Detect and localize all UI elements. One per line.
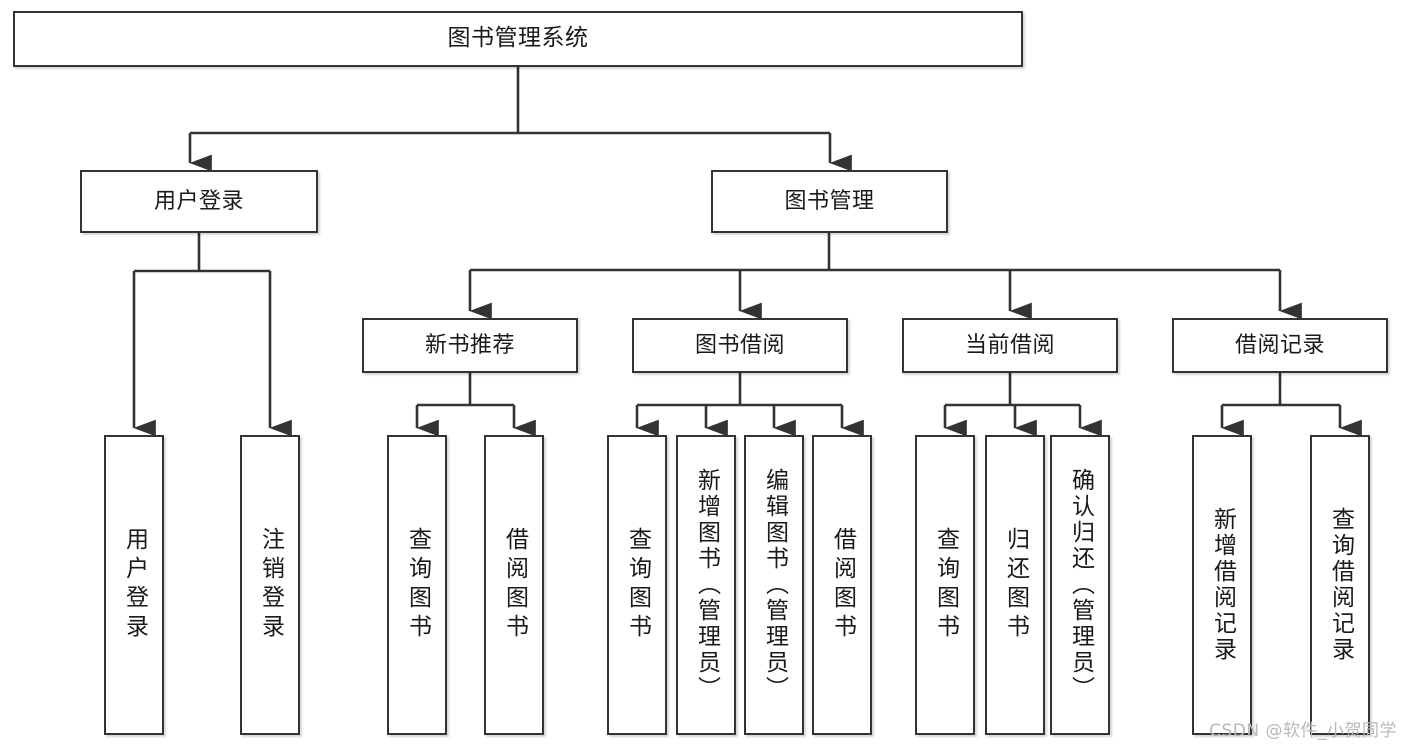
node-book-management[interactable]: 图书管理	[711, 170, 948, 233]
node-label: 确认归还（管理员）	[1067, 468, 1094, 702]
node-label: 用户登录	[121, 527, 148, 643]
node-label: 图书管理系统	[447, 25, 589, 52]
node-user-login[interactable]: 用户登录	[80, 170, 318, 233]
node-label: 借阅记录	[1234, 332, 1325, 358]
leaf-return-books[interactable]: 归还图书	[985, 435, 1045, 735]
leaf-edit-book-admin[interactable]: 编辑图书（管理员）	[744, 435, 804, 735]
node-label: 查询图书	[932, 527, 959, 643]
leaf-borrow-books-new-book[interactable]: 借阅图书	[484, 435, 544, 735]
node-label: 新增借阅记录	[1209, 507, 1236, 663]
csdn-watermark: CSDN @软件_小贺同学	[1209, 721, 1397, 741]
leaf-user-login[interactable]: 用户登录	[104, 435, 164, 735]
leaf-add-borrowing-record[interactable]: 新增借阅记录	[1192, 435, 1252, 735]
node-label: 查询图书	[404, 527, 431, 643]
leaf-borrow-books-borrowing[interactable]: 借阅图书	[812, 435, 872, 735]
node-borrowing-records[interactable]: 借阅记录	[1172, 318, 1388, 373]
node-book-borrowing[interactable]: 图书借阅	[632, 318, 848, 373]
node-label: 新增图书（管理员）	[693, 468, 720, 702]
node-label: 用户登录	[153, 188, 244, 214]
node-root-book-management-system[interactable]: 图书管理系统	[13, 11, 1023, 67]
node-label: 借阅图书	[501, 527, 528, 643]
node-label: 借阅图书	[829, 527, 856, 643]
node-label: 当前借阅	[964, 332, 1055, 358]
node-label: 归还图书	[1002, 527, 1029, 643]
node-label: 查询图书	[624, 527, 651, 643]
node-label: 编辑图书（管理员）	[761, 468, 788, 702]
node-label: 新书推荐	[424, 332, 515, 358]
leaf-logout[interactable]: 注销登录	[240, 435, 300, 735]
leaf-query-books-new-book[interactable]: 查询图书	[387, 435, 447, 735]
leaf-add-book-admin[interactable]: 新增图书（管理员）	[676, 435, 736, 735]
leaf-confirm-return-admin[interactable]: 确认归还（管理员）	[1050, 435, 1110, 735]
leaf-query-books-borrowing[interactable]: 查询图书	[607, 435, 667, 735]
leaf-query-borrowing-record[interactable]: 查询借阅记录	[1310, 435, 1370, 735]
node-label: 图书借阅	[694, 332, 785, 358]
node-label: 注销登录	[257, 527, 284, 643]
node-current-borrowing[interactable]: 当前借阅	[902, 318, 1118, 373]
node-label: 图书管理	[784, 188, 875, 214]
node-new-book-recommendation[interactable]: 新书推荐	[362, 318, 578, 373]
node-label: 查询借阅记录	[1327, 507, 1354, 663]
leaf-query-books-current[interactable]: 查询图书	[915, 435, 975, 735]
